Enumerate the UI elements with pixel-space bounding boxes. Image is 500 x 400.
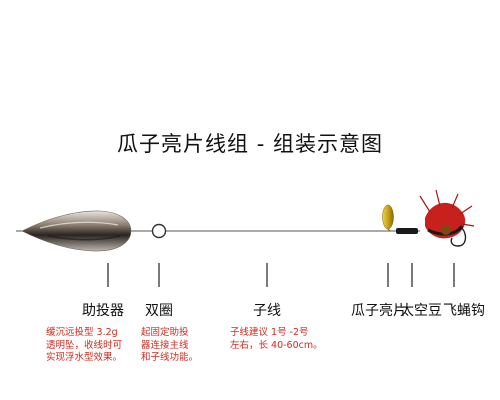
- label-leader: 子线: [253, 303, 281, 319]
- note-double-ring: 起固定助投 器连接主线 和子线功能。: [141, 327, 199, 363]
- note-casting-float: 缓沉远投型 3.2g 透明坠，收线时可 实现浮水型效果。: [46, 327, 123, 363]
- note-leader: 子线建议 1号 -2号 左右，长 40-60cm。: [230, 327, 323, 351]
- label-double-ring: 双圈: [145, 303, 173, 319]
- label-spinner: 瓜子亮片: [351, 303, 407, 319]
- label-casting-float: 助投器: [82, 303, 124, 319]
- diagram-title: 瓜子亮片线组 - 组装示意图: [117, 132, 383, 156]
- spinner-shape: [382, 204, 394, 232]
- fly-hook-shape: [419, 189, 475, 247]
- casting-float-shape: [21, 210, 132, 252]
- double-ring-shape: [151, 223, 167, 239]
- label-fly-hook: 飞蝇钩: [443, 303, 485, 319]
- space-bead-shape: [396, 228, 418, 234]
- label-space-bead: 太空豆: [400, 303, 442, 319]
